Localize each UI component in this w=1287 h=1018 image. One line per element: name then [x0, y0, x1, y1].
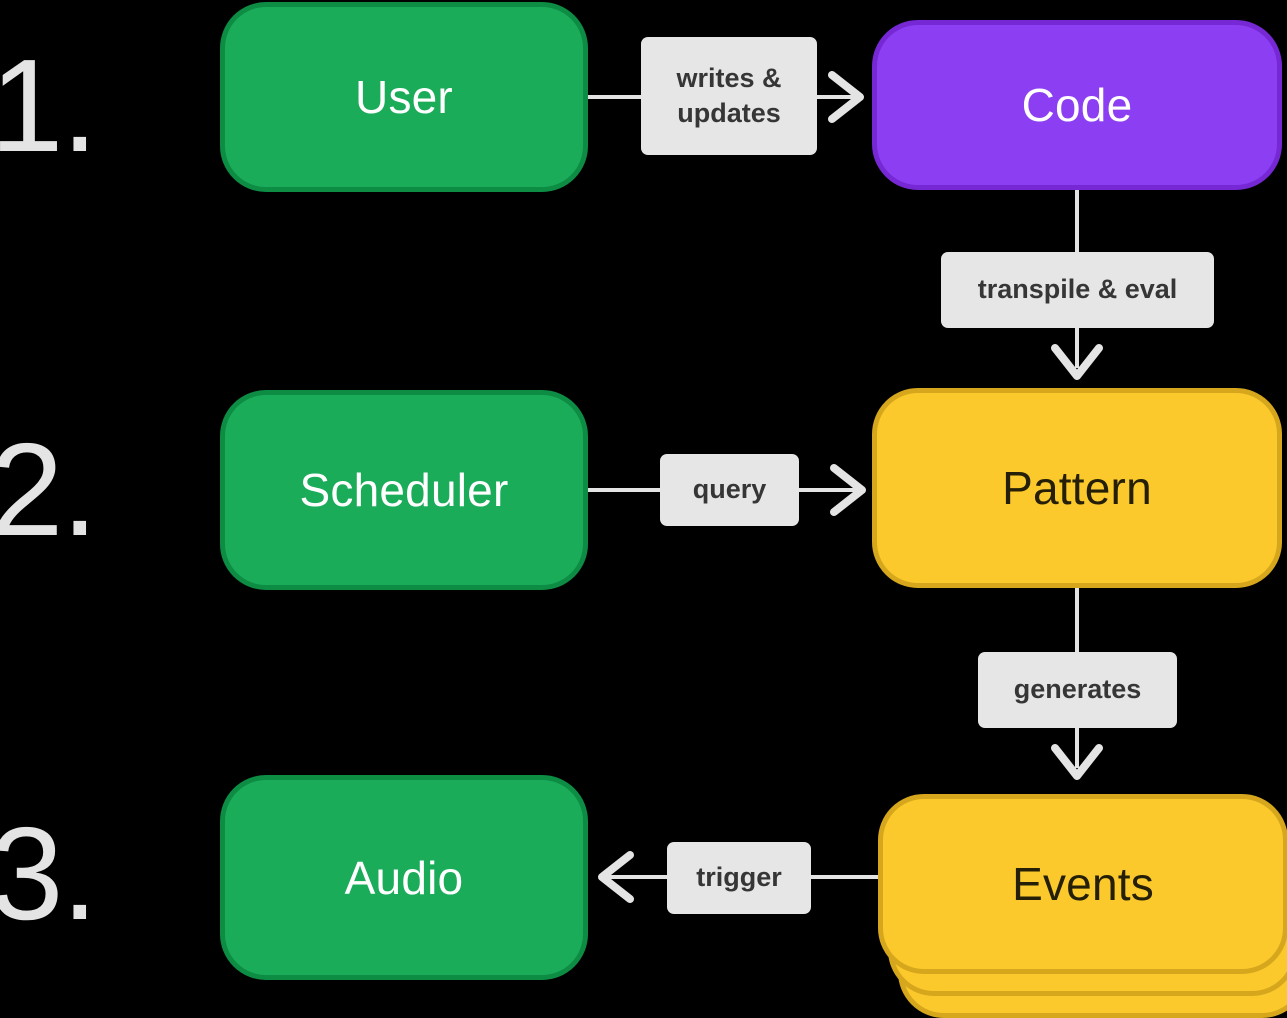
edge-scheduler-pattern-arrowhead [828, 463, 874, 517]
edge-pattern-events-arrowhead [1050, 742, 1104, 788]
node-code-label: Code [1021, 79, 1133, 131]
node-scheduler[interactable]: Scheduler [220, 390, 588, 590]
edge-code-pattern-arrowhead [1050, 342, 1104, 388]
edge-label-generates: generates [978, 652, 1177, 728]
edge-label-transpile-eval: transpile & eval [941, 252, 1214, 328]
step-number-2: 2. [0, 416, 98, 563]
node-scheduler-label: Scheduler [299, 464, 509, 516]
node-audio[interactable]: Audio [220, 775, 588, 980]
edge-label-query: query [660, 454, 799, 526]
edge-label-trigger: trigger [667, 842, 811, 914]
edge-label-writes-updates: writes & updates [641, 37, 817, 155]
edge-user-code-arrowhead [826, 70, 872, 124]
node-audio-label: Audio [344, 851, 464, 904]
step-number-3: 3. [0, 800, 98, 947]
node-user[interactable]: User [220, 2, 588, 192]
node-events-label: Events [1012, 858, 1154, 910]
step-number-1: 1. [0, 32, 98, 179]
node-events[interactable]: Events [878, 794, 1287, 974]
edge-events-audio-arrowhead [590, 850, 636, 904]
node-code[interactable]: Code [872, 20, 1282, 190]
node-pattern-label: Pattern [1002, 462, 1152, 514]
node-user-label: User [355, 71, 453, 123]
node-pattern[interactable]: Pattern [872, 388, 1282, 588]
